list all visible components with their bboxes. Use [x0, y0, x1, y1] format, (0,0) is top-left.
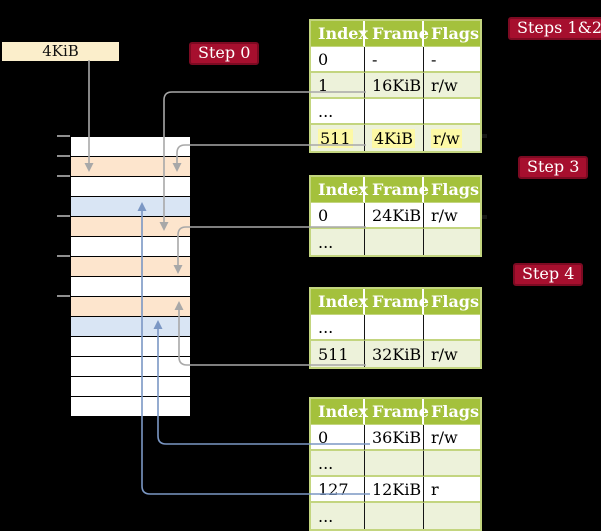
table-row: ...: [311, 315, 480, 341]
table-row: 0 - -: [311, 47, 480, 73]
memory-row: [71, 137, 190, 157]
cell-index: ...: [311, 315, 365, 341]
cell-index: ...: [311, 451, 365, 477]
table-header-row: Index Frame Flags: [311, 289, 480, 315]
cell-frame: -: [365, 47, 424, 73]
table-row: 0 36KiB r/w: [311, 425, 480, 451]
cell-frame: [365, 315, 424, 341]
table-row: ...: [311, 503, 480, 529]
page-table-step-3: Index Frame Flags 0 24KiB r/w ...: [309, 175, 482, 257]
cell-flags: r/w: [424, 203, 480, 229]
cell-flags: [424, 229, 480, 255]
memory-row: [71, 237, 190, 257]
cell-index: 1: [311, 73, 365, 99]
memory-tick: [57, 175, 70, 177]
memory-row: [71, 217, 190, 237]
cell-frame: [365, 503, 424, 529]
table-row: 1 16KiB r/w: [311, 73, 480, 99]
header-index: Index: [311, 399, 368, 425]
cell-index: 127: [311, 477, 365, 503]
cell-index: 511: [311, 125, 365, 151]
memory-row: [71, 297, 190, 317]
memory-tick: [57, 295, 70, 297]
cell-frame: 36KiB: [365, 425, 424, 451]
highlight: 511: [318, 128, 353, 148]
memory-row: [71, 337, 190, 357]
cell-frame: 24KiB: [365, 203, 424, 229]
memory-row: [71, 177, 190, 197]
header-index: Index: [311, 289, 368, 315]
cell-frame: [365, 451, 424, 477]
memory-tick: [57, 255, 70, 257]
memory-row: [71, 377, 190, 397]
cell-frame: 4KiB: [365, 125, 424, 151]
header-frame: Frame: [365, 177, 429, 203]
cell-flags: r/w: [424, 73, 480, 99]
memory-tick: [57, 135, 70, 137]
cell-flags: r: [424, 477, 480, 503]
header-frame: Frame: [365, 399, 429, 425]
current-entry-dash: [482, 134, 487, 138]
physical-memory-stack: [70, 136, 191, 417]
header-flags: Flags: [424, 177, 480, 203]
cell-frame: [365, 229, 424, 255]
page-table-leaf: Index Frame Flags 0 36KiB r/w ... 127 12…: [309, 397, 482, 531]
cell-flags: -: [424, 47, 480, 73]
memory-row: [71, 197, 190, 217]
memory-row: [71, 257, 190, 277]
cell-flags: r/w: [424, 125, 480, 151]
page-table-base-pointer-box: 4KiB: [1, 41, 120, 62]
memory-row: [71, 277, 190, 297]
cell-index: ...: [311, 99, 365, 125]
label-step-4: Step 4: [513, 263, 584, 286]
table-row: ...: [311, 99, 480, 125]
memory-row: [71, 157, 190, 177]
cell-index: ...: [311, 503, 365, 529]
memory-tick: [57, 155, 70, 157]
memory-row: [71, 357, 190, 377]
header-frame: Frame: [365, 21, 429, 47]
memory-row: [71, 317, 190, 337]
cell-index: 0: [311, 425, 365, 451]
table-row-highlighted: 511 4KiB r/w: [311, 125, 480, 151]
highlight: 4KiB: [372, 128, 416, 148]
header-index: Index: [311, 177, 368, 203]
cell-flags: [424, 451, 480, 477]
header-frame: Frame: [365, 289, 429, 315]
label-steps-1-2: Steps 1&2: [508, 17, 601, 40]
label-step-3: Step 3: [518, 156, 589, 179]
header-flags: Flags: [424, 399, 480, 425]
cell-index: ...: [311, 229, 365, 255]
memory-tick: [57, 215, 70, 217]
cell-index: 0: [311, 203, 365, 229]
page-table-steps-1-2: Index Frame Flags 0 - - 1 16KiB r/w ... …: [309, 19, 482, 153]
table-row: 511 32KiB r/w: [311, 341, 480, 367]
cell-flags: [424, 99, 480, 125]
table-header-row: Index Frame Flags: [311, 21, 480, 47]
header-flags: Flags: [424, 21, 480, 47]
table-header-row: Index Frame Flags: [311, 177, 480, 203]
memory-row: [71, 397, 190, 416]
cell-index: 0: [311, 47, 365, 73]
table-row: 127 12KiB r: [311, 477, 480, 503]
table-header-row: Index Frame Flags: [311, 399, 480, 425]
table-row: ...: [311, 451, 480, 477]
cell-flags: r/w: [424, 341, 480, 367]
table-row: ...: [311, 229, 480, 255]
cell-flags: r/w: [424, 425, 480, 451]
highlight: r/w: [431, 128, 462, 148]
cell-frame: [365, 99, 424, 125]
cell-frame: 12KiB: [365, 477, 424, 503]
header-flags: Flags: [424, 289, 480, 315]
cell-index: 511: [311, 341, 365, 367]
cell-flags: [424, 503, 480, 529]
cell-frame: 16KiB: [365, 73, 424, 99]
header-index: Index: [311, 21, 368, 47]
cell-flags: [424, 315, 480, 341]
page-table-step-4: Index Frame Flags ... 511 32KiB r/w: [309, 287, 482, 369]
cell-frame: 32KiB: [365, 341, 424, 367]
table-row: 0 24KiB r/w: [311, 203, 480, 229]
label-step-0: Step 0: [189, 42, 260, 65]
current-entry-dash: [482, 215, 487, 219]
